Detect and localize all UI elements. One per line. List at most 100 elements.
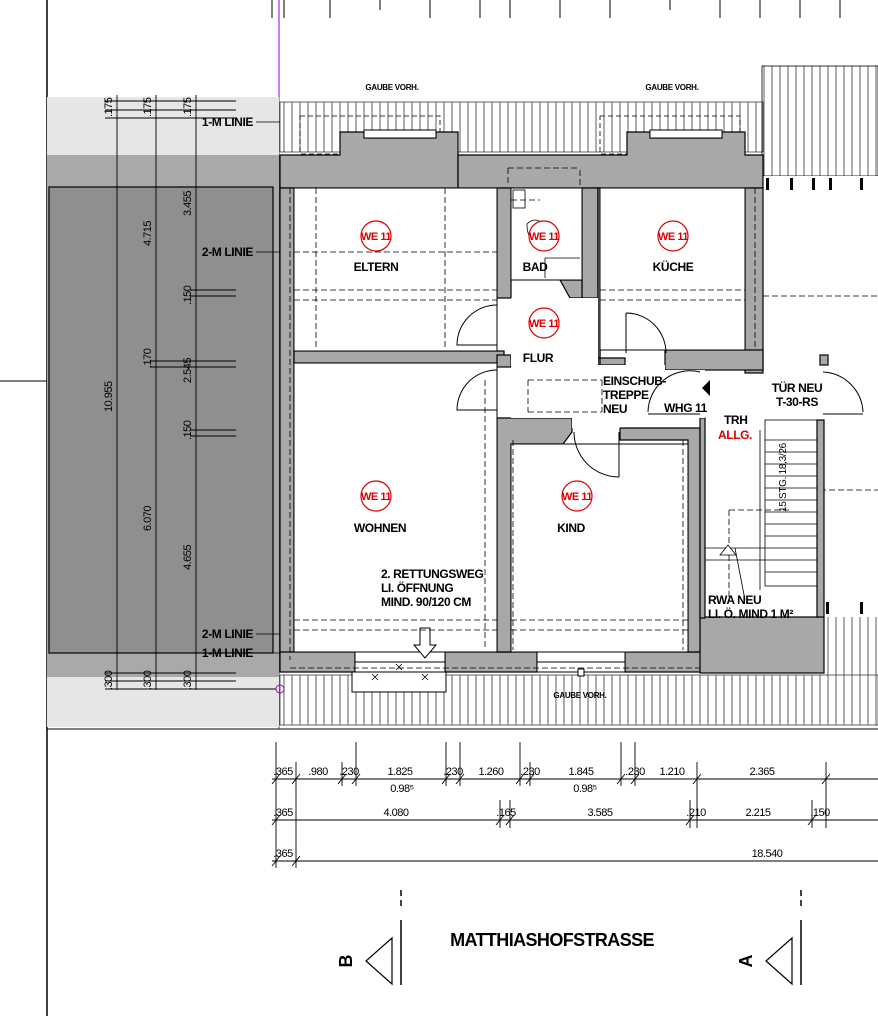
section-a-label: A	[736, 955, 756, 968]
dashed-slope-lines	[289, 167, 790, 669]
bdim-r2-6: 2.215	[745, 807, 770, 819]
rwa-label-1: RWA NEU	[708, 593, 761, 607]
dim-bottom-2: .300	[142, 670, 154, 690]
bdim-r2-4: 3.585	[587, 807, 612, 819]
left-neighbour-roof	[48, 186, 274, 654]
stairs-label: 15 STG. 18,3/26	[778, 442, 789, 512]
left-dimension-lines	[105, 95, 276, 690]
stair-direction-arrow-icon	[719, 544, 737, 556]
bdim-r2-3: .165	[496, 807, 516, 819]
section-cut-lines	[400, 890, 802, 985]
room-label-kueche: KÜCHE	[653, 259, 694, 274]
bdim-r1-sub-2: 0.98⁵	[573, 783, 596, 795]
flur-area	[511, 298, 705, 428]
rettung-label-2: LI. ÖFFNUNG	[381, 580, 453, 595]
dim-top-1: .175	[103, 97, 115, 117]
gaube-note-right: GAUBE VORH.	[645, 83, 698, 92]
einschub-label-3: NEU	[603, 402, 627, 416]
we-tag-flur: WE 11	[529, 318, 559, 330]
bdim-r2-5: .210	[686, 807, 706, 819]
we-tag-kind: WE 11	[562, 491, 592, 503]
section-b-label: B	[336, 955, 356, 968]
dim-a-1: 4.715	[142, 221, 154, 246]
rescue-window-frame	[351, 671, 447, 693]
section-b-arrow-icon	[365, 936, 393, 986]
rettung-label-3: MIND. 90/120 CM	[381, 595, 471, 609]
kueche-room	[599, 187, 746, 351]
linie-top-1m: 1-M LINIE	[202, 115, 253, 129]
dim-b-2: .150	[182, 285, 194, 305]
tuer-label-1: TÜR NEU	[772, 380, 823, 395]
room-label-bad: BAD	[523, 260, 549, 274]
trh-label: TRH	[724, 413, 747, 427]
bdim-r1-2: .980	[308, 766, 328, 778]
rescue-window-cross-marks	[371, 663, 429, 681]
dim-b-1: 3.455	[182, 191, 194, 216]
einschub-label-1: EINSCHUB-	[603, 374, 666, 388]
we-tag-circle	[360, 480, 392, 512]
section-a-arrow-icon	[765, 936, 793, 986]
kind-room	[510, 443, 689, 653]
bottom-dimension-lines	[271, 742, 878, 868]
dim-bottom-1: .300	[103, 670, 115, 690]
bdim-r1-10: 1.210	[659, 766, 684, 778]
room-label-flur: FLUR	[523, 351, 554, 365]
rwa-label-2: LI. Ö. MIND 1 M²	[708, 606, 793, 621]
dim-a-2: 6.070	[142, 506, 154, 531]
gaube-note-bottom: GAUBE VORH.	[553, 691, 606, 700]
linie-bottom-2m: 2-M LINIE	[202, 627, 253, 641]
dim-b-3: .170	[142, 348, 154, 368]
street-name: MATTHIASHOFSTRASSE	[450, 930, 654, 950]
whg-label: WHG 11	[664, 401, 708, 415]
bdim-r1-6: 1.260	[478, 766, 503, 778]
linie-leaders	[256, 121, 280, 654]
doors	[456, 304, 864, 478]
we-tag-kueche: WE 11	[658, 231, 688, 243]
room-label-kind: KIND	[557, 521, 585, 535]
stairwell	[705, 419, 818, 601]
rettung-label-1: 2. RETTUNGSWEG	[381, 567, 483, 581]
roof-right-bottom-hatch	[823, 617, 878, 675]
dim-b-6: 4.655	[182, 545, 194, 570]
whg-entry-arrow-icon	[702, 380, 710, 396]
bdim-r1-4: 1.825	[387, 766, 412, 778]
left-light-strip-bottom	[47, 677, 279, 727]
linie-top-2m: 2-M LINIE	[202, 245, 253, 259]
window-mark	[577, 668, 585, 677]
we-tag-bad: WE 11	[529, 231, 559, 243]
we-tag-circle	[528, 220, 560, 252]
windows	[354, 129, 723, 673]
bdim-r2-2: 4.080	[383, 807, 408, 819]
we-tag-wohnen: WE 11	[361, 491, 391, 503]
bdim-r1-7: .230	[520, 766, 540, 778]
bdim-r1-3: .230	[339, 766, 359, 778]
bdim-r2-7: .150	[810, 807, 830, 819]
dim-b-5: .150	[182, 420, 194, 440]
roof-top-right-hatch	[761, 65, 878, 177]
gaube-note-left: GAUBE VORH.	[365, 83, 418, 92]
allg-label: ALLG.	[718, 428, 752, 442]
wohnen-room	[293, 362, 498, 653]
top-tick-marks	[271, 0, 841, 18]
rescue-arrow-icon	[412, 627, 438, 659]
we-tag-circle	[528, 307, 560, 339]
bdim-r1-sub-1: 0.98⁵	[390, 783, 413, 795]
bdim-r3-1: .365	[273, 848, 293, 860]
right-rafter-marks	[766, 178, 863, 614]
we-tag-circle	[561, 480, 593, 512]
bdim-r1-11: 2.365	[749, 766, 774, 778]
dim-b-4: 2.545	[182, 358, 194, 383]
unit-tags: WE 11 WE 11 WE 11 WE 11 WE 11 WE 11	[360, 220, 689, 512]
bdim-r3-2: 18.540	[752, 848, 783, 860]
we-tag-circle	[657, 220, 689, 252]
room-label-eltern: ELTERN	[354, 260, 399, 274]
we-tag-circle	[360, 220, 392, 252]
dim-total: 10.955	[103, 381, 115, 412]
left-light-strip-top	[47, 97, 279, 155]
tuer-label-2: T-30-RS	[776, 395, 818, 409]
room-label-wohnen: WOHNEN	[354, 521, 406, 535]
bdim-r1-8: 1.845	[568, 766, 593, 778]
dim-bottom-3: .300	[182, 670, 194, 690]
einschub-label-2: TREPPE	[603, 388, 649, 402]
